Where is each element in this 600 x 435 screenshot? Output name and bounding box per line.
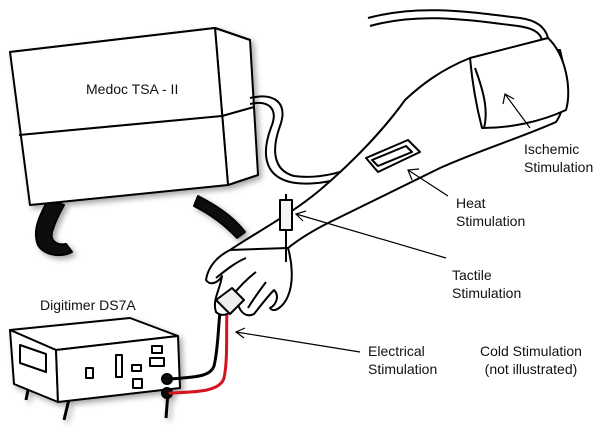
tactile-probe	[279, 199, 293, 231]
electrical-line-1: Electrical	[368, 343, 425, 359]
medoc-device-label: Medoc TSA - II	[86, 81, 179, 97]
digitimer-switch-1	[85, 367, 94, 379]
ischemic-stimulation-label: Ischemic Stimulation	[524, 140, 593, 176]
electrode-wires	[168, 310, 229, 395]
arm	[205, 37, 570, 317]
medoc-panel-line	[18, 115, 223, 136]
heat-arrow-head	[407, 168, 420, 181]
ischemic-cuff	[469, 37, 570, 129]
red-wire	[168, 310, 229, 395]
digitimer-switch-3	[131, 364, 142, 372]
tactile-arrow	[295, 213, 447, 259]
electrical-arrow	[235, 331, 361, 353]
heat-line-2: Stimulation	[456, 213, 526, 229]
digitimer-switch-5	[149, 357, 165, 367]
ischemic-line-2: Stimulation	[524, 159, 594, 175]
electrical-line-2: Stimulation	[368, 361, 438, 377]
electrical-stimulation-label: Electrical Stimulation	[368, 342, 437, 378]
black-wire	[168, 310, 222, 381]
cold-line-2: (not illustrated)	[484, 361, 578, 377]
heat-arrow	[407, 169, 449, 197]
digitimer-device-label: Digitimer DS7A	[40, 297, 136, 313]
thermode-cable-inner	[249, 95, 371, 178]
digitimer-switch-2	[115, 354, 123, 378]
tactile-stimulation-label: Tactile Stimulation	[452, 266, 521, 302]
cuff-tube	[367, 9, 549, 39]
heat-thermode	[365, 139, 421, 173]
heat-line-1: Heat	[456, 195, 486, 211]
heat-stimulation-label: Heat Stimulation	[456, 194, 525, 230]
medoc-device	[9, 27, 259, 257]
tactile-line-2: Stimulation	[452, 285, 522, 301]
digitimer-switch-4	[151, 345, 163, 354]
digitimer-device	[9, 317, 181, 421]
electrical-arrow-head	[234, 327, 246, 339]
heat-thermode-inner	[371, 145, 413, 167]
ischemic-arrow	[504, 93, 531, 129]
medoc-panel-line-side	[221, 106, 255, 117]
digitimer-display	[19, 344, 47, 373]
ischemic-line-1: Ischemic	[524, 141, 580, 157]
cuff-tube-inner	[369, 17, 543, 41]
cables	[249, 9, 549, 185]
medoc-front-face	[9, 27, 229, 206]
medoc-left-leg	[34, 199, 73, 257]
cuff-fold	[474, 67, 487, 129]
medoc-right-leg	[193, 195, 246, 239]
tactile-arrow-head	[294, 210, 307, 222]
tactile-line-1: Tactile	[452, 267, 492, 283]
finger-electrode	[215, 287, 245, 315]
ischemic-arrow-head	[502, 93, 515, 105]
digitimer-switch-6	[132, 378, 143, 389]
cold-stimulation-label: Cold Stimulation (not illustrated)	[480, 342, 582, 378]
cold-line-1: Cold Stimulation	[480, 343, 582, 359]
pointer-arrows	[234, 93, 531, 353]
